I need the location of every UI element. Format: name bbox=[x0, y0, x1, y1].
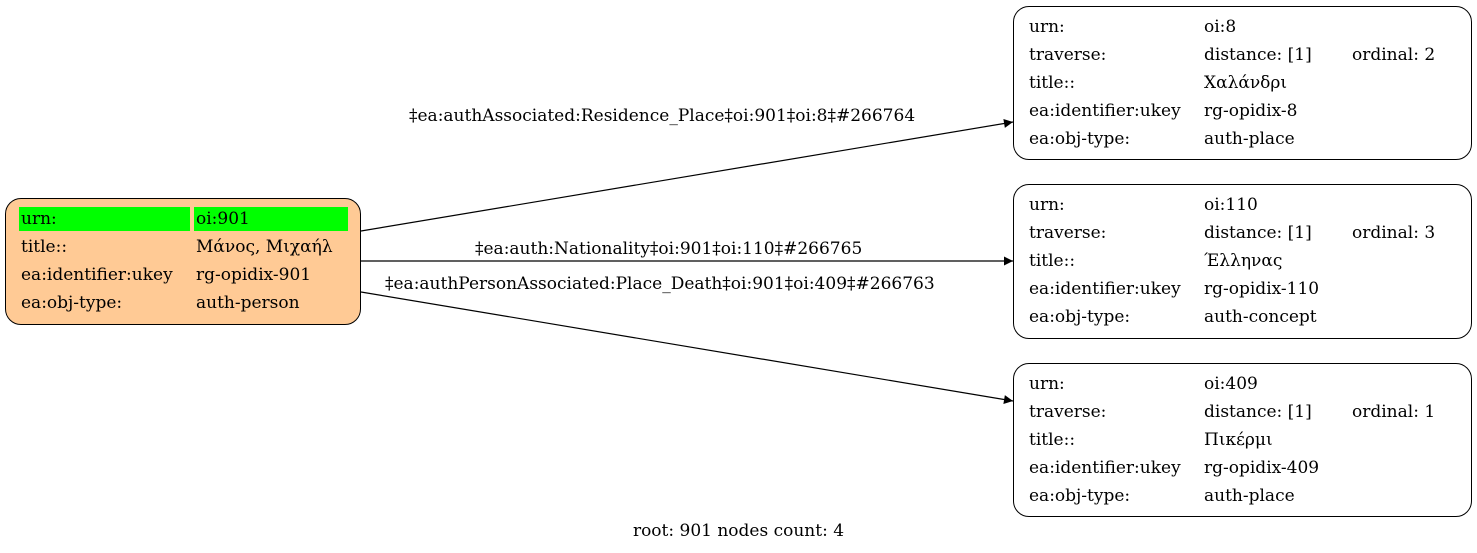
row-value: rg-opidix-901 bbox=[196, 265, 312, 285]
row-key: ea:identifier:ukey bbox=[1029, 458, 1181, 478]
target-node-oi-409[interactable]: urn: oi:409 traverse: distance: [1] ordi… bbox=[1013, 363, 1472, 517]
row-value: auth-concept bbox=[1204, 307, 1317, 327]
row-value: Χαλάνδρι bbox=[1204, 73, 1288, 93]
target-node-oi-110[interactable]: urn: oi:110 traverse: distance: [1] ordi… bbox=[1013, 184, 1472, 339]
row-key: ea:obj-type: bbox=[21, 293, 123, 313]
row-key: urn: bbox=[19, 207, 190, 231]
row-value: oi:110 bbox=[1204, 195, 1258, 215]
edge-place-death bbox=[360, 291, 1014, 404]
edge-label-place-death: ‡ea:authPersonAssociated:Place_Death‡oi:… bbox=[385, 274, 935, 294]
graph-footer: root: 901 nodes count: 4 bbox=[632, 521, 845, 541]
row-key: ea:obj-type: bbox=[1029, 129, 1131, 149]
row-value: auth-place bbox=[1204, 486, 1295, 506]
row-key: urn: bbox=[1029, 195, 1065, 215]
row-value: oi:8 bbox=[1204, 17, 1237, 37]
row-key: urn: bbox=[1029, 374, 1065, 394]
row-key: ea:identifier:ukey bbox=[1029, 279, 1181, 299]
row-value: rg-opidix-110 bbox=[1204, 279, 1320, 299]
row-key: title:: bbox=[1029, 251, 1076, 271]
row-value: oi:901 bbox=[194, 207, 348, 231]
row-key: title:: bbox=[1029, 430, 1076, 450]
row-key: title:: bbox=[1029, 73, 1076, 93]
root-node[interactable]: urn: oi:901 title:: Μάνος, Μιχαήλ ea:ide… bbox=[5, 198, 361, 325]
row-key: urn: bbox=[1029, 17, 1065, 37]
edge-residence-place bbox=[360, 119, 1014, 232]
row-value: auth-place bbox=[1204, 129, 1295, 149]
row-key: ea:identifier:ukey bbox=[21, 265, 173, 285]
node-row-urn: urn: oi:901 bbox=[19, 207, 349, 231]
row-extra: ordinal: 3 bbox=[1352, 223, 1436, 243]
row-value: oi:409 bbox=[1204, 374, 1258, 394]
row-extra: ordinal: 1 bbox=[1352, 402, 1436, 422]
row-value: Πικέρμι bbox=[1204, 430, 1273, 450]
row-value: auth-person bbox=[196, 293, 300, 313]
row-value: distance: [1] bbox=[1204, 45, 1312, 65]
row-value: rg-opidix-8 bbox=[1204, 101, 1298, 121]
row-key: traverse: bbox=[1029, 45, 1107, 65]
row-value: rg-opidix-409 bbox=[1204, 458, 1320, 478]
edge-label-residence-place: ‡ea:authAssociated:Residence_Place‡oi:90… bbox=[409, 106, 916, 126]
target-node-oi-8[interactable]: urn: oi:8 traverse: distance: [1] ordina… bbox=[1013, 6, 1472, 160]
row-key: ea:obj-type: bbox=[1029, 307, 1131, 327]
row-value: Έλληνας bbox=[1204, 251, 1283, 271]
row-value: distance: [1] bbox=[1204, 402, 1312, 422]
row-key: traverse: bbox=[1029, 223, 1107, 243]
row-value: Μάνος, Μιχαήλ bbox=[196, 237, 333, 257]
edge-label-nationality: ‡ea:auth:Nationality‡oi:901‡oi:110‡#2667… bbox=[475, 239, 863, 259]
row-value: distance: [1] bbox=[1204, 223, 1312, 243]
row-key: ea:obj-type: bbox=[1029, 486, 1131, 506]
row-extra: ordinal: 2 bbox=[1352, 45, 1436, 65]
row-key: ea:identifier:ukey bbox=[1029, 101, 1181, 121]
row-key: title:: bbox=[21, 237, 68, 257]
row-key: traverse: bbox=[1029, 402, 1107, 422]
